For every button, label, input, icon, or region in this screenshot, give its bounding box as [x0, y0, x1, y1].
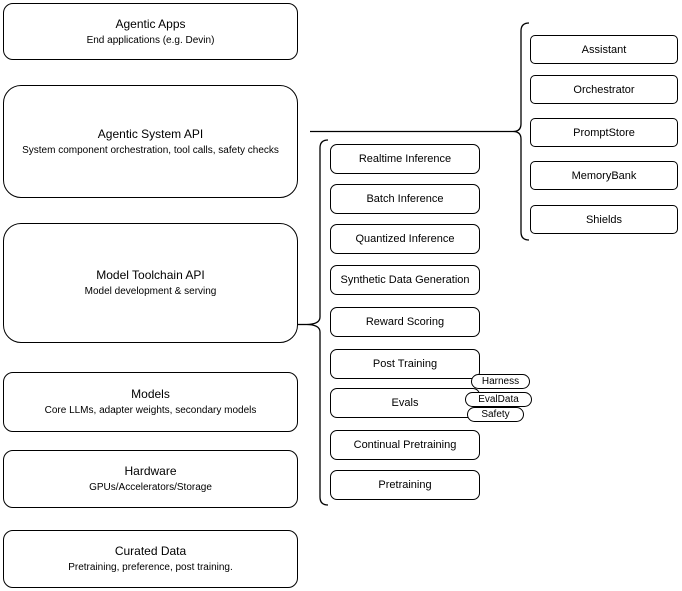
box-model-toolchain-api-subtitle: Model development & serving: [84, 286, 217, 297]
tag-evaldata: EvalData: [465, 392, 532, 407]
box-agentic-apps-subtitle: End applications (e.g. Devin): [86, 34, 215, 46]
box-agentic-apps-title: Agentic Apps: [115, 16, 186, 31]
box-hardware-subtitle: GPUs/Accelerators/Storage: [89, 482, 212, 493]
component-synthetic-data-generation: Synthetic Data Generation: [330, 265, 480, 295]
box-agentic-system-api: Agentic System API System component orch…: [3, 85, 298, 198]
box-memorybank: MemoryBank: [530, 161, 678, 190]
component-quantized-inference: Quantized Inference: [330, 224, 480, 254]
component-batch-inference: Batch Inference: [330, 184, 480, 214]
box-agentic-system-api-subtitle: System component orchestration, tool cal…: [22, 144, 279, 156]
box-models: Models Core LLMs, adapter weights, secon…: [3, 372, 298, 432]
component-realtime-inference: Realtime Inference: [330, 144, 480, 174]
agentic-curly-brace: [512, 22, 530, 241]
box-curated-data-title: Curated Data: [114, 544, 187, 558]
box-model-toolchain-api: Model Toolchain API Model development & …: [3, 223, 298, 343]
box-curated-data-subtitle: Pretraining, preference, post training.: [68, 562, 233, 573]
tag-harness: Harness: [471, 374, 530, 389]
component-reward-scoring: Reward Scoring: [330, 307, 480, 337]
box-agentic-system-api-title: Agentic System API: [97, 126, 204, 141]
box-models-title: Models: [131, 387, 170, 401]
box-model-toolchain-api-title: Model Toolchain API: [96, 268, 205, 282]
component-pretraining: Pretraining: [330, 470, 480, 500]
component-post-training: Post Training: [330, 349, 480, 379]
box-orchestrator: Orchestrator: [530, 75, 678, 104]
box-hardware-title: Hardware: [124, 464, 177, 478]
box-models-subtitle: Core LLMs, adapter weights, secondary mo…: [44, 405, 257, 416]
tag-safety: Safety: [467, 407, 524, 422]
box-promptstore: PromptStore: [530, 118, 678, 147]
box-hardware: Hardware GPUs/Accelerators/Storage: [3, 450, 298, 508]
box-curated-data: Curated Data Pretraining, preference, po…: [3, 530, 298, 588]
box-shields: Shields: [530, 205, 678, 234]
box-assistant: Assistant: [530, 35, 678, 64]
toolchain-curly-brace: [305, 139, 329, 506]
component-continual-pretraining: Continual Pretraining: [330, 430, 480, 460]
box-agentic-apps: Agentic Apps End applications (e.g. Devi…: [3, 3, 298, 60]
component-evals: Evals: [330, 388, 480, 418]
